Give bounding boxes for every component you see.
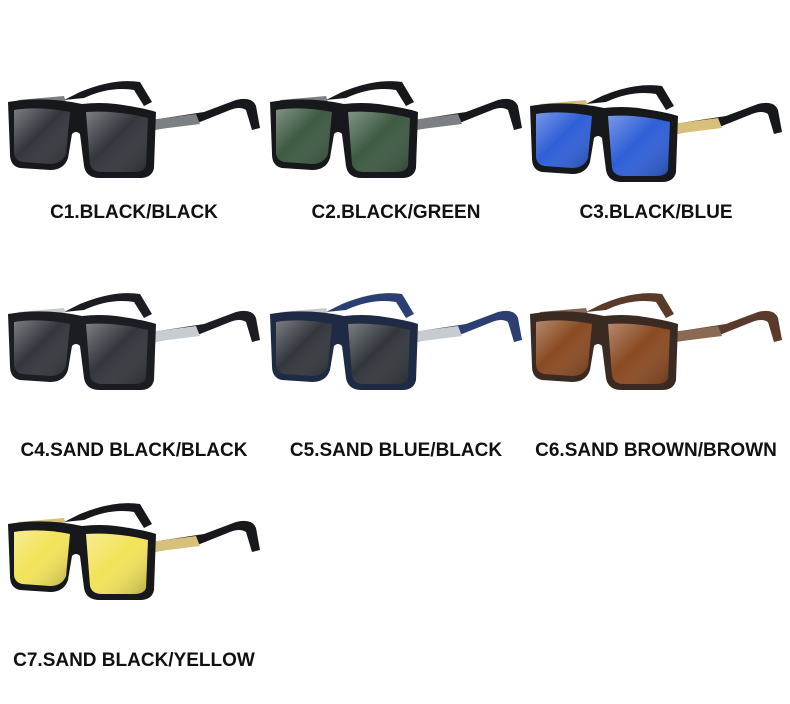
variant-c4[interactable]: C4.SAND BLACK/BLACK xyxy=(4,284,264,461)
lens-right-shine xyxy=(348,323,410,384)
lens-right-shine xyxy=(608,323,670,384)
hinge-near xyxy=(150,536,200,552)
hinge-near xyxy=(412,326,462,342)
lens-right-shine xyxy=(86,111,148,172)
sunglasses-icon xyxy=(530,293,782,390)
temple-far xyxy=(326,81,414,106)
hinge-near xyxy=(150,326,200,342)
variant-c1[interactable]: C1.BLACK/BLACK xyxy=(4,72,264,223)
variant-c2[interactable]: C2.BLACK/GREEN xyxy=(266,72,526,223)
hinge-near xyxy=(150,114,200,130)
variant-label: C4.SAND BLACK/BLACK xyxy=(20,440,248,461)
lens-right-shine xyxy=(86,533,148,594)
variant-label: C5.SAND BLUE/BLACK xyxy=(289,440,503,461)
lens-left-shine xyxy=(276,108,332,164)
temple-far xyxy=(64,293,152,318)
variant-label: C6.SAND BROWN/BROWN xyxy=(535,440,777,461)
lens-left-shine xyxy=(276,320,332,376)
temple-far xyxy=(64,503,152,528)
lens-left-shine xyxy=(536,112,592,168)
sunglasses-icon xyxy=(8,293,260,390)
variant-c3[interactable]: C3.BLACK/BLUE xyxy=(526,76,786,223)
temple-far xyxy=(64,81,152,106)
hinge-near xyxy=(412,114,462,130)
lens-left-shine xyxy=(14,320,70,376)
lens-left-shine xyxy=(14,530,70,586)
hinge-near xyxy=(672,118,722,134)
sunglasses-icon xyxy=(8,503,260,600)
variant-label: C2.BLACK/GREEN xyxy=(311,202,481,223)
temple-far xyxy=(586,293,674,318)
hinge-near xyxy=(672,326,722,342)
variant-label: C7.SAND BLACK/YELLOW xyxy=(13,650,255,671)
lens-right-shine xyxy=(86,323,148,384)
variant-c6[interactable]: C6.SAND BROWN/BROWN xyxy=(526,284,786,461)
lens-left-shine xyxy=(14,108,70,164)
lens-right-shine xyxy=(348,111,410,172)
sunglasses-icon xyxy=(270,81,522,178)
variant-label: C1.BLACK/BLACK xyxy=(50,202,218,223)
variant-label: C3.BLACK/BLUE xyxy=(579,202,733,223)
sunglasses-icon xyxy=(530,85,782,182)
variant-c5[interactable]: C5.SAND BLUE/BLACK xyxy=(266,284,526,461)
temple-far xyxy=(326,293,414,318)
temple-far xyxy=(586,85,674,110)
lens-right-shine xyxy=(608,115,670,176)
sunglasses-icon xyxy=(8,81,260,178)
sunglasses-icon xyxy=(270,293,522,390)
lens-left-shine xyxy=(536,320,592,376)
variant-c7[interactable]: C7.SAND BLACK/YELLOW xyxy=(4,494,264,671)
